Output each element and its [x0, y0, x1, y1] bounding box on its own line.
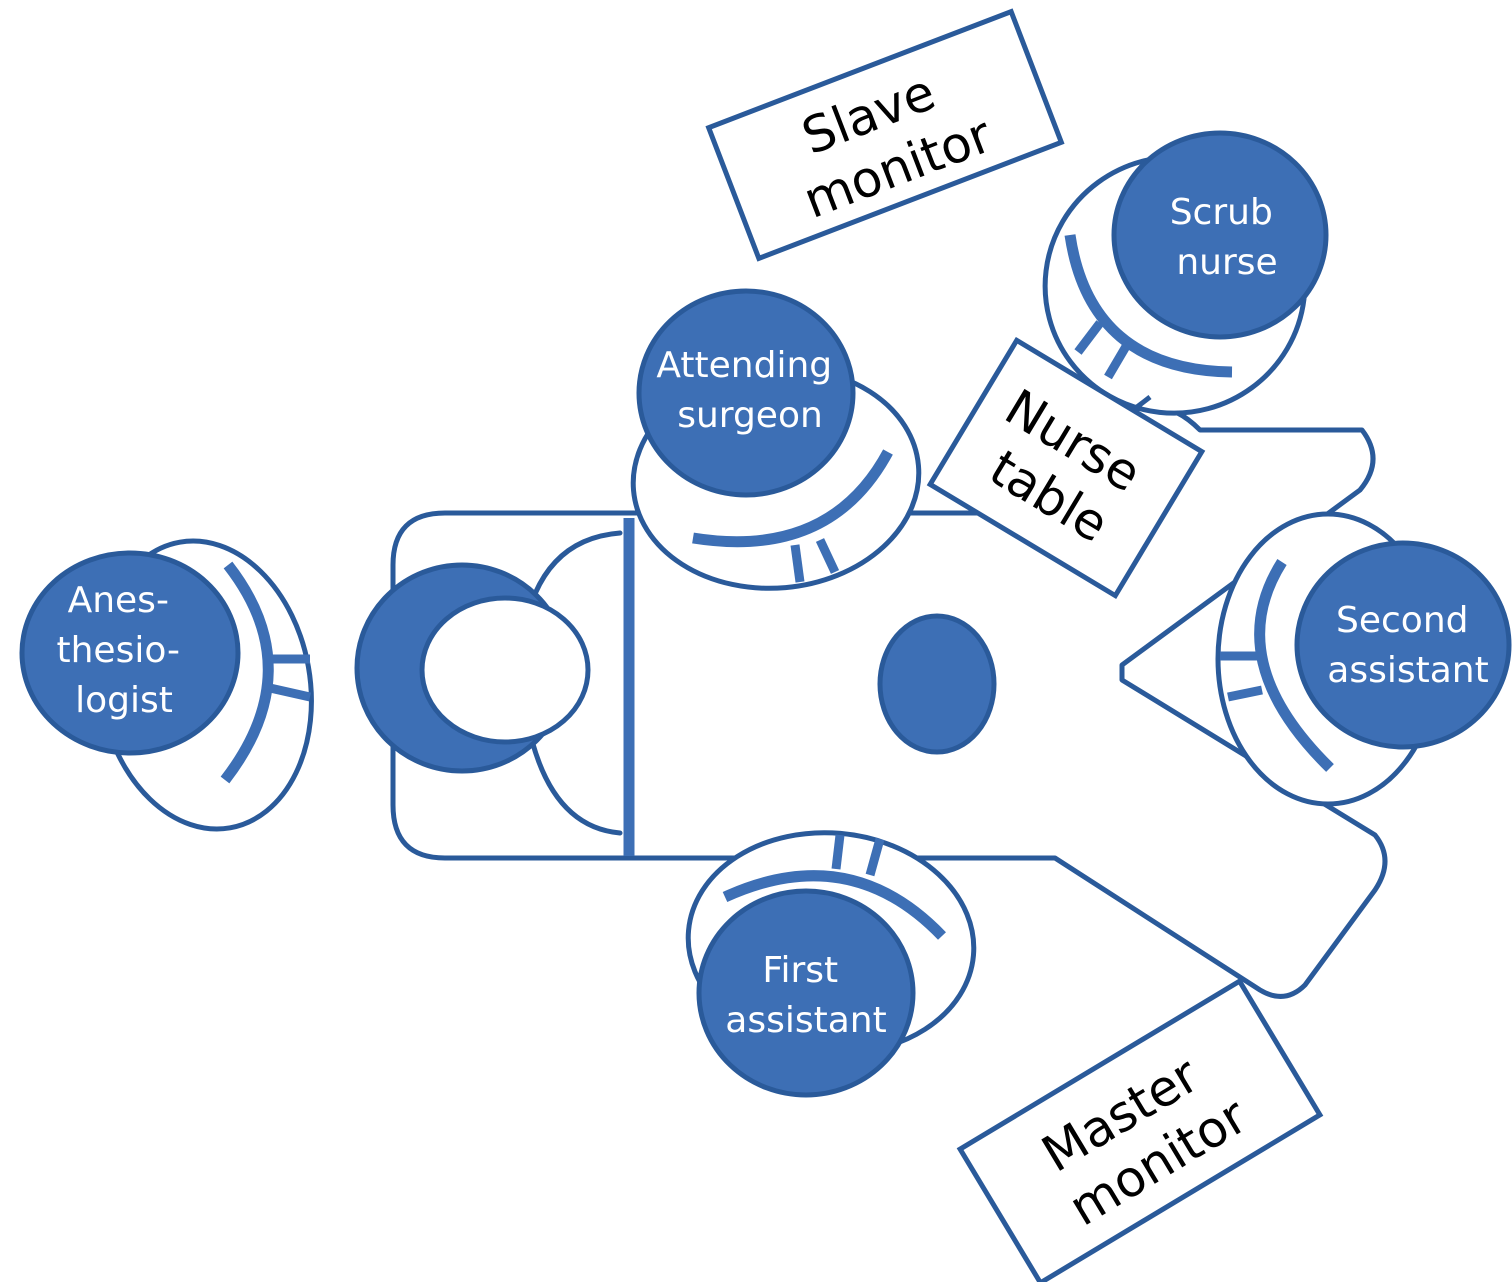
person-first-assistant: First assistant	[685, 830, 977, 1098]
head	[1111, 130, 1329, 340]
master-monitor: Master monitor	[956, 977, 1324, 1282]
head	[636, 288, 856, 498]
label-line: nurse	[1176, 242, 1277, 283]
label-second-assistant: Second assistant	[1327, 600, 1488, 691]
strap	[269, 683, 311, 702]
label-line: Attending	[656, 345, 832, 386]
label-anesthesiologist: Anes- thesio- logist	[57, 580, 192, 721]
patient-head-inner	[419, 595, 591, 745]
label-attending-surgeon: Attending surgeon	[656, 345, 843, 436]
strap	[865, 837, 885, 877]
arms-arc	[1064, 234, 1233, 378]
strap	[815, 538, 840, 574]
head	[696, 888, 916, 1098]
label-line: assistant	[1327, 650, 1488, 691]
head	[19, 550, 241, 756]
nurse-table: Nurse table	[926, 336, 1206, 600]
surgical-site	[877, 613, 997, 755]
label-line: surgeon	[677, 395, 823, 436]
head	[1294, 540, 1512, 750]
slave-monitor-box	[705, 8, 1065, 262]
nurse-table-box	[926, 336, 1206, 600]
strap	[831, 834, 845, 870]
slave-monitor: Slave monitor	[705, 8, 1065, 262]
label-line: Second	[1336, 600, 1469, 641]
strap	[1104, 340, 1132, 380]
label-scrub-nurse: Scrub nurse	[1170, 192, 1285, 283]
person-anesthesiologist: Anes- thesio- logist	[19, 538, 314, 832]
arms-arc	[722, 870, 946, 940]
arms-arc	[1254, 559, 1334, 772]
label-line: First	[762, 950, 838, 991]
label-line: Anes-	[68, 580, 169, 621]
master-monitor-box	[956, 977, 1324, 1282]
strap	[790, 544, 805, 583]
label-line: thesio-	[57, 630, 181, 671]
person-scrub-nurse: Scrub nurse	[1042, 130, 1329, 416]
arms-arc	[692, 449, 893, 548]
strap	[1131, 395, 1152, 412]
strap	[1227, 685, 1263, 702]
strap	[1074, 320, 1104, 355]
label-first-assistant: First assistant	[725, 950, 886, 1041]
label-line: assistant	[725, 1000, 886, 1041]
label-line: Scrub	[1170, 192, 1273, 233]
arms-arc	[220, 561, 274, 784]
label-line: logist	[75, 680, 173, 721]
person-second-assistant: Second assistant	[1215, 511, 1512, 807]
person-attending-surgeon: Attending surgeon	[630, 288, 922, 591]
